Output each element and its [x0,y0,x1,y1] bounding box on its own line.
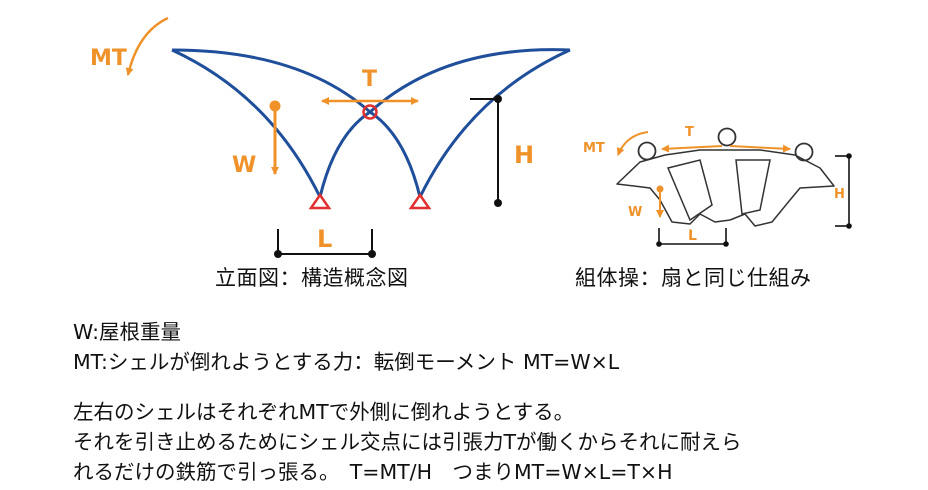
gym-h-end-bottom [846,223,852,229]
gym-l-label: L [688,228,697,244]
gym-h-end-top [846,153,852,159]
gymnastics-diagram: MT T W H L [583,125,852,247]
h-dimension-end-bottom [494,199,502,207]
left-shell-inner [171,48,322,198]
main-diagram-caption: 立面図：構造概念図 [215,266,409,290]
right-shell-leg [369,110,422,198]
shell-junction-node [362,104,378,120]
structure-diagram: MT T W H L MT [90,16,852,258]
right-support-icon [408,192,432,210]
t-label: T [362,67,377,92]
left-shell-leg [318,110,371,198]
mt-label: MT [90,46,127,71]
gym-t-arrow-left [661,144,723,153]
mt-moment-arrow [125,16,169,76]
gym-right-body [735,159,771,215]
gym-head-right [794,142,814,162]
explanation-line-3: れるだけの鉄筋で引っ張る。 T=MT/H つまりMT=W×L=T×H [73,460,673,484]
gym-l-end-right [723,241,729,247]
gym-h-label: H [834,187,845,202]
w-label: W [232,153,256,178]
gym-left-body [666,159,713,222]
l-dimension-end-left [274,250,282,258]
gym-mt-arrow [616,131,649,156]
left-shell-outer [171,48,371,114]
definition-mt: MT:シェルが倒れようとする力：転倒モーメント MT=W×L [73,350,620,374]
l-dimension-end-right [368,250,376,258]
gym-l-end-left [656,241,662,247]
explanation-line-2: それを引き止めるためにシェル交点には引張力Tが働くからそれに耐えら [73,430,742,454]
gym-head-center [717,127,737,147]
l-label: L [317,225,332,253]
gym-outer-outline [616,149,835,227]
definition-w: W:屋根重量 [73,320,181,344]
right-shell-outer [369,48,571,114]
h-dimension-end-top [494,95,502,103]
gym-mt-label: MT [583,141,605,156]
gym-t-label: T [685,125,694,140]
gymnastics-diagram-caption: 組体操：扇と同じ仕組み [575,266,812,290]
explanation-line-1: 左右のシェルはそれぞれMTで外側に倒れようとする。 [73,400,575,424]
right-shell-inner [418,48,571,198]
gym-t-arrow-right [729,144,791,153]
gym-head-left [637,141,657,161]
gym-w-label: W [628,205,642,220]
left-support-icon [308,192,332,210]
h-label: H [514,141,534,169]
main-elevation-diagram: MT T W H L [90,16,571,258]
